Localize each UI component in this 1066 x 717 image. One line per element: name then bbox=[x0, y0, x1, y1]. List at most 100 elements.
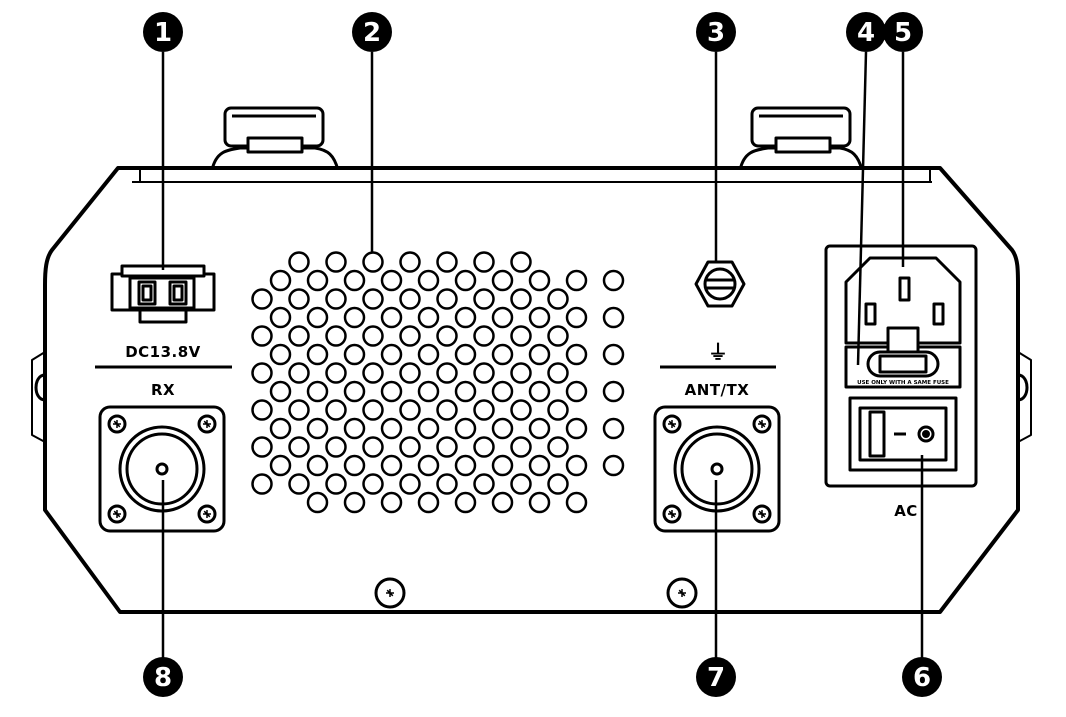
vent-hole bbox=[436, 473, 458, 495]
screw-mark bbox=[678, 589, 686, 597]
vent-hole bbox=[454, 306, 477, 329]
callout-7: 7 bbox=[696, 657, 736, 697]
vent-hole bbox=[399, 325, 421, 347]
callout-number: 1 bbox=[154, 18, 172, 48]
vent-hole bbox=[565, 491, 588, 514]
vent-hole bbox=[417, 417, 440, 440]
callout-badge bbox=[143, 12, 183, 52]
vent-hole bbox=[454, 269, 477, 292]
vent-hole bbox=[510, 288, 532, 310]
callout-number: 7 bbox=[707, 663, 725, 693]
vent-hole bbox=[547, 399, 569, 421]
vent-hole bbox=[288, 288, 310, 310]
vent-hole bbox=[380, 417, 403, 440]
vent-hole bbox=[491, 454, 514, 477]
vent-hole bbox=[288, 362, 310, 384]
vent-hole bbox=[565, 417, 588, 440]
vent-hole bbox=[528, 306, 551, 329]
vent-hole bbox=[510, 436, 532, 458]
vent-hole bbox=[269, 454, 292, 477]
vent-hole bbox=[306, 343, 329, 366]
vent-hole bbox=[362, 473, 384, 495]
vent-hole bbox=[251, 473, 273, 495]
callout-8: 8 bbox=[143, 657, 183, 697]
vent-hole bbox=[491, 343, 514, 366]
callout-number: 6 bbox=[913, 663, 931, 693]
vent-hole bbox=[565, 380, 588, 403]
vent-hole bbox=[528, 417, 551, 440]
vent-hole bbox=[473, 473, 495, 495]
vent-hole bbox=[602, 306, 625, 329]
vent-hole bbox=[473, 436, 495, 458]
right-top-knob bbox=[738, 106, 864, 172]
callout-number: 3 bbox=[707, 18, 725, 48]
dc-input-label: DC13.8V bbox=[125, 343, 201, 361]
fuse-note-label: USE ONLY WITH A SAME FUSE bbox=[857, 380, 949, 386]
vent-hole bbox=[306, 417, 329, 440]
vent-hole bbox=[399, 436, 421, 458]
vent-hole bbox=[547, 325, 569, 347]
vent-hole bbox=[417, 306, 440, 329]
screw-mark bbox=[668, 510, 676, 518]
vent-hole bbox=[362, 288, 384, 310]
vent-hole bbox=[528, 454, 551, 477]
vent-hole bbox=[602, 380, 625, 403]
callout-badge bbox=[846, 12, 886, 52]
vent-hole bbox=[306, 491, 329, 514]
screw-mark bbox=[203, 420, 211, 428]
vent-hole bbox=[343, 269, 366, 292]
callout-badge bbox=[883, 12, 923, 52]
vent-hole bbox=[343, 306, 366, 329]
vent-hole bbox=[251, 288, 273, 310]
vent-hole bbox=[251, 325, 273, 347]
vent-hole bbox=[306, 306, 329, 329]
vent-hole bbox=[565, 269, 588, 292]
vent-hole bbox=[602, 269, 625, 292]
vent-hole bbox=[473, 399, 495, 421]
vent-hole bbox=[362, 436, 384, 458]
vent-hole bbox=[325, 288, 347, 310]
callout-badge bbox=[696, 657, 736, 697]
ventilation-grille bbox=[251, 251, 625, 514]
vent-hole bbox=[528, 269, 551, 292]
vent-hole bbox=[380, 343, 403, 366]
dc-power-jack bbox=[110, 264, 216, 324]
vent-hole bbox=[547, 473, 569, 495]
vent-hole bbox=[436, 251, 458, 273]
vent-hole bbox=[325, 325, 347, 347]
vent-hole bbox=[547, 362, 569, 384]
vent-hole bbox=[565, 306, 588, 329]
callout-number: 4 bbox=[857, 18, 875, 48]
callout-number: 2 bbox=[363, 18, 381, 48]
vent-hole bbox=[343, 380, 366, 403]
vent-hole bbox=[362, 362, 384, 384]
vent-hole bbox=[269, 269, 292, 292]
vent-hole bbox=[288, 325, 310, 347]
vent-hole bbox=[251, 436, 273, 458]
vent-hole bbox=[306, 380, 329, 403]
vent-hole bbox=[491, 417, 514, 440]
ground-terminal bbox=[694, 260, 746, 308]
vent-hole bbox=[602, 454, 625, 477]
vent-hole bbox=[343, 417, 366, 440]
callout-badge bbox=[352, 12, 392, 52]
vent-hole bbox=[251, 362, 273, 384]
ant-tx-connector bbox=[653, 405, 781, 533]
vent-hole bbox=[602, 343, 625, 366]
callout-2: 2 bbox=[352, 12, 392, 52]
vent-hole bbox=[306, 454, 329, 477]
vent-hole bbox=[436, 325, 458, 347]
vent-hole bbox=[454, 454, 477, 477]
ac-label: AC bbox=[894, 502, 918, 520]
vent-hole bbox=[288, 399, 310, 421]
vent-hole bbox=[473, 362, 495, 384]
vent-hole bbox=[491, 269, 514, 292]
vent-hole bbox=[325, 436, 347, 458]
vent-hole bbox=[436, 399, 458, 421]
vent-hole bbox=[528, 491, 551, 514]
vent-hole bbox=[399, 399, 421, 421]
screw-mark bbox=[203, 510, 211, 518]
vent-hole bbox=[269, 380, 292, 403]
vent-hole bbox=[547, 436, 569, 458]
